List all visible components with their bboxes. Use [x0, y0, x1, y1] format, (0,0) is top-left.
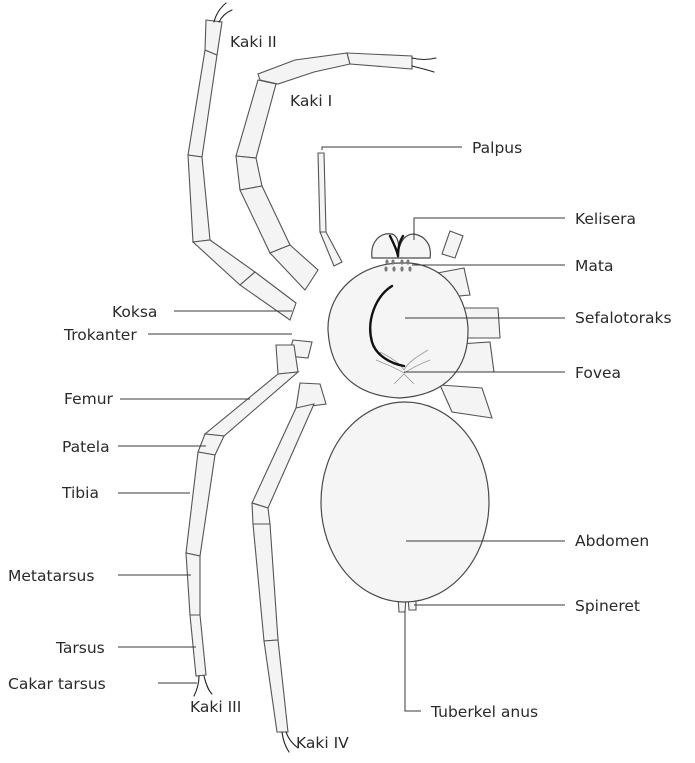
- label-kaki-i: Kaki I: [290, 92, 332, 110]
- leg-kaki-iii: [186, 340, 312, 696]
- chelicerae-shape: [372, 234, 431, 258]
- leg-kaki-iv: [252, 383, 326, 752]
- label-cakar-tarsus: Cakar tarsus: [8, 675, 106, 693]
- label-fovea: Fovea: [575, 364, 621, 382]
- label-tarsus: Tarsus: [55, 639, 105, 657]
- label-tuberkel-anus: Tuberkel anus: [430, 703, 538, 721]
- label-kaki-iii: Kaki III: [190, 698, 241, 716]
- label-palpus: Palpus: [472, 139, 522, 157]
- label-patela: Patela: [62, 438, 110, 456]
- label-kaki-ii: Kaki II: [230, 33, 277, 51]
- palpus: [318, 153, 342, 266]
- label-abdomen: Abdomen: [575, 532, 649, 550]
- cephalothorax-shape: [328, 259, 468, 398]
- label-koksa: Koksa: [112, 303, 157, 321]
- label-sefalotoraks: Sefalotoraks: [575, 309, 672, 327]
- label-kaki-iv: Kaki IV: [296, 734, 349, 752]
- label-kelisera: Kelisera: [575, 210, 636, 228]
- label-trokanter: Trokanter: [63, 326, 137, 344]
- label-tibia: Tibia: [61, 484, 99, 502]
- label-femur: Femur: [64, 390, 114, 408]
- label-mata: Mata: [575, 257, 613, 275]
- label-metatarsus: Metatarsus: [8, 567, 94, 585]
- label-spineret: Spineret: [575, 597, 640, 615]
- leader-lines: [118, 147, 565, 711]
- abdomen-shape: [321, 402, 489, 612]
